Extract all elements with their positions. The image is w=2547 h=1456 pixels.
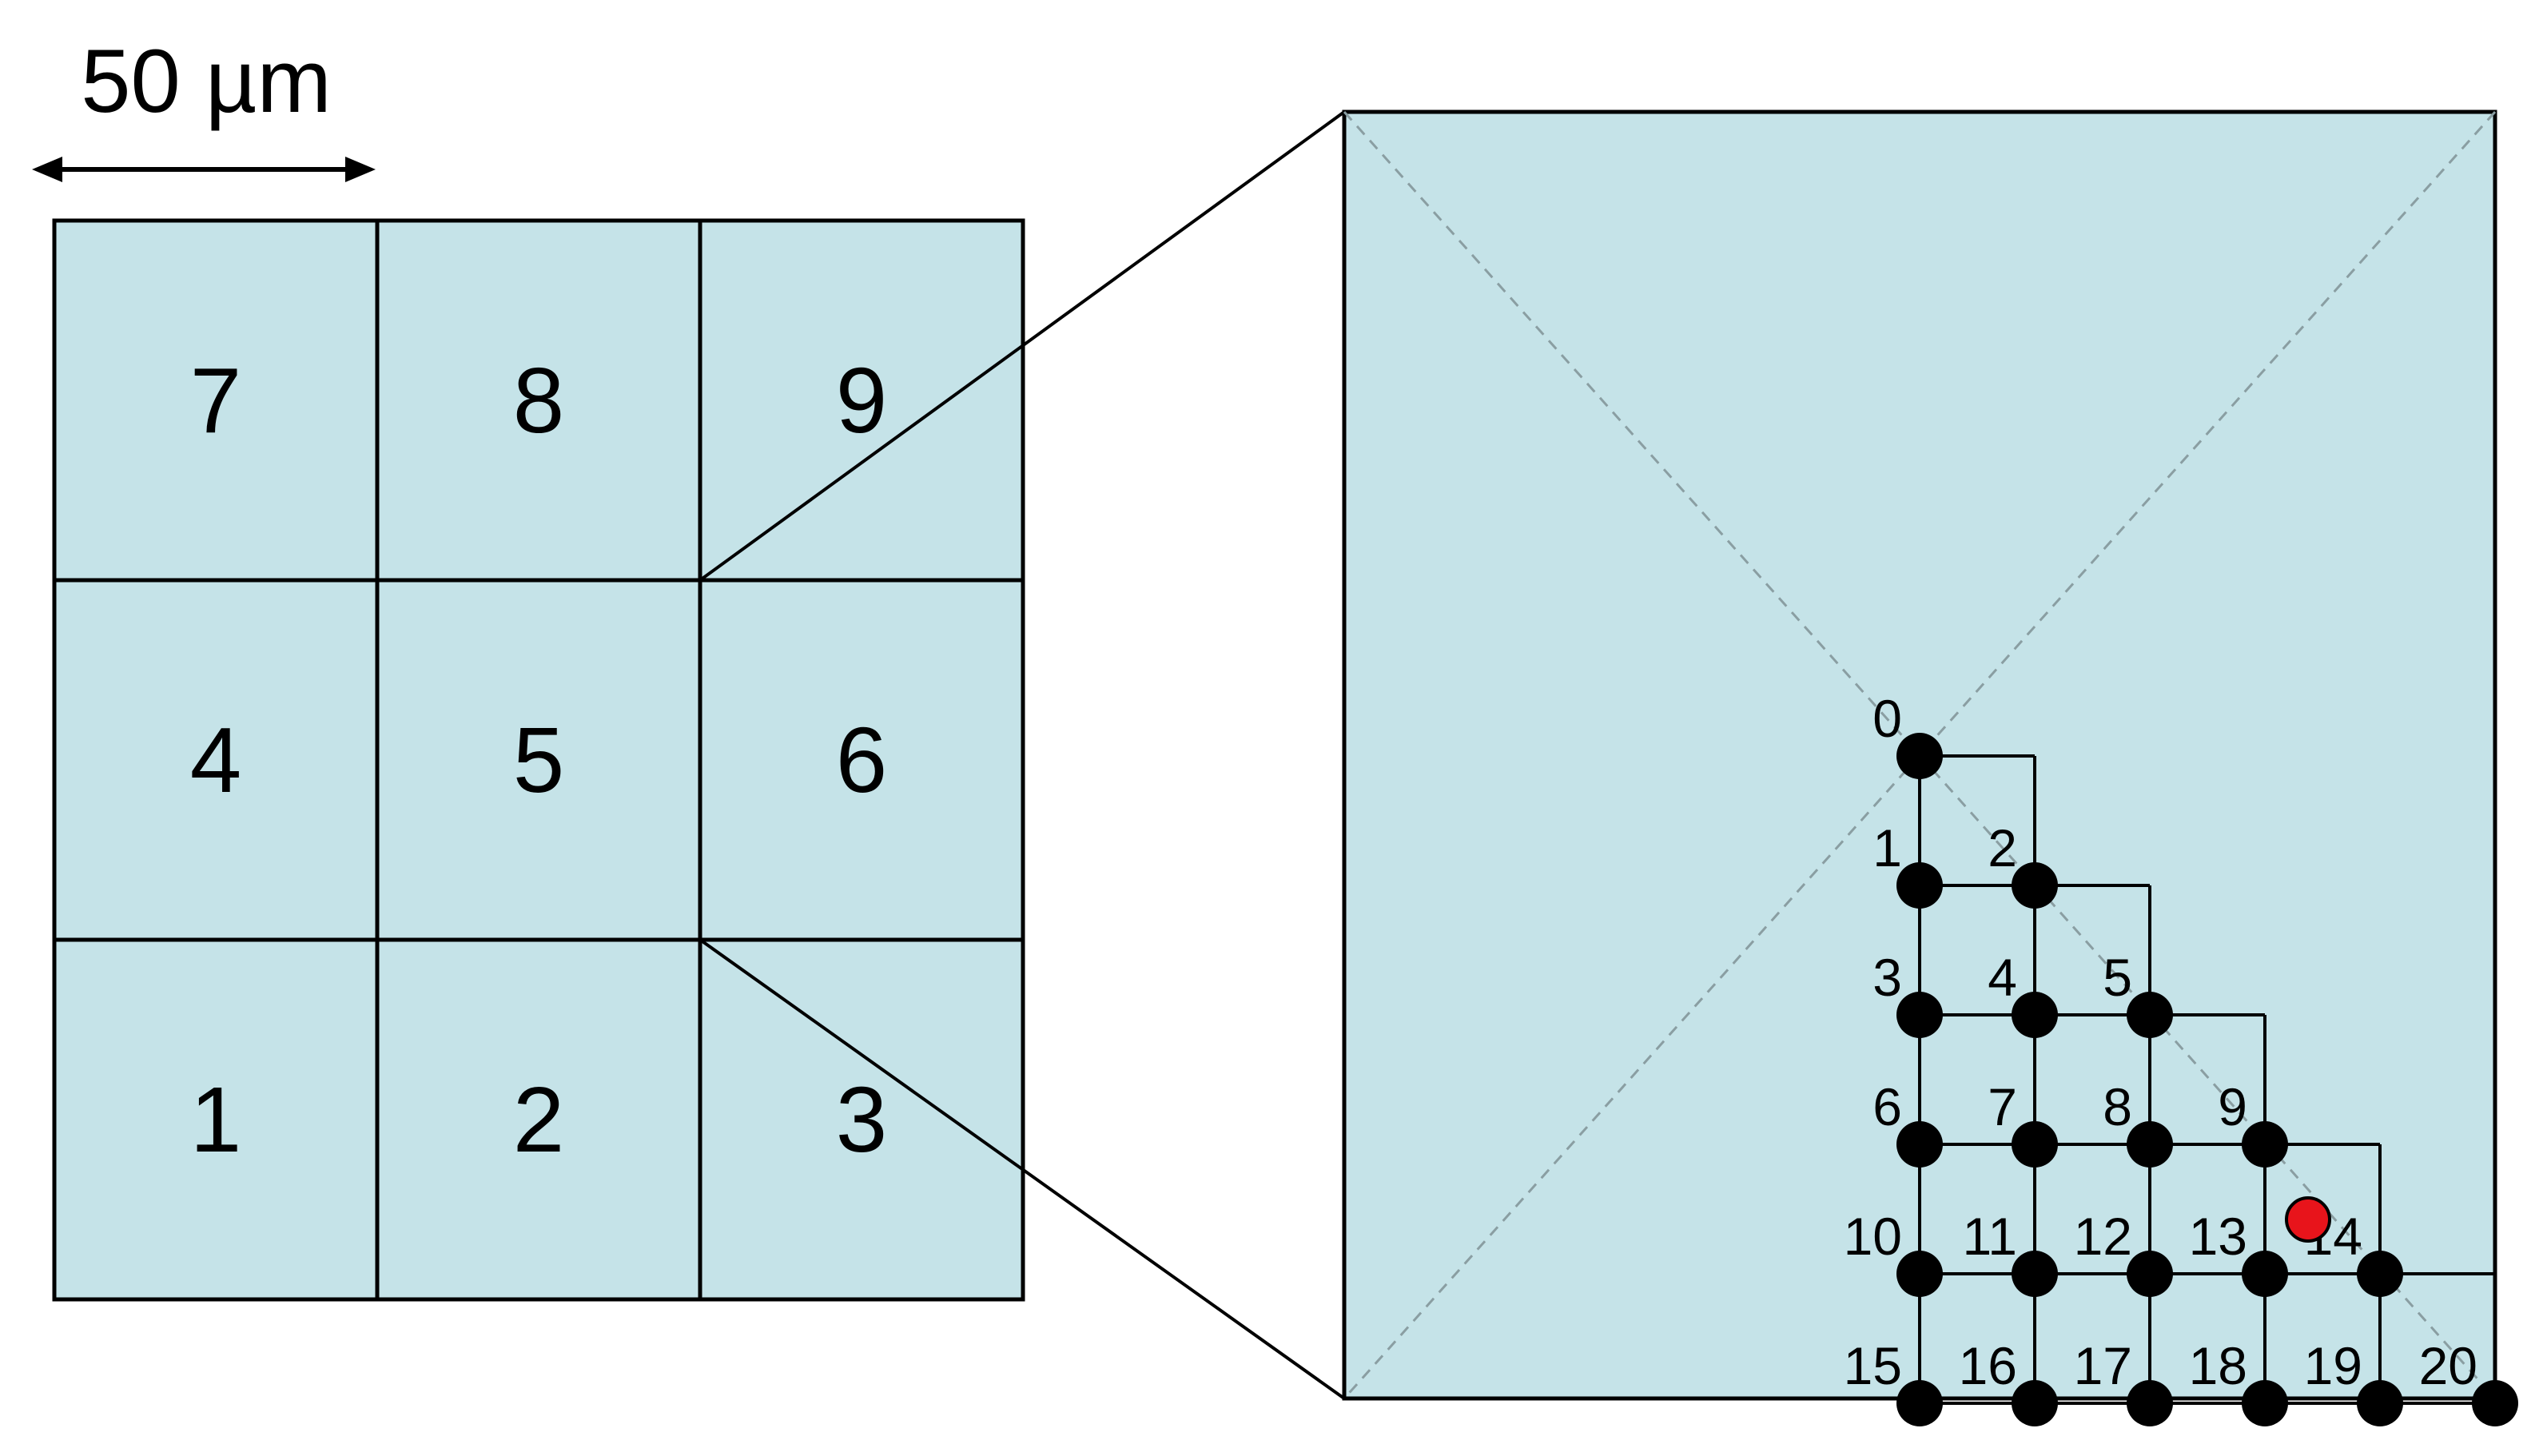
mesh-node: [1896, 1380, 1943, 1426]
grid-cell-label: 1: [190, 1068, 242, 1172]
mesh-node-label: 18: [2189, 1336, 2247, 1395]
cell-grid: 7 8 9 4 5 6 1 2 3: [52, 218, 1025, 1302]
mesh-node-label: 20: [2419, 1336, 2477, 1395]
grid-cell-label: 3: [836, 1068, 888, 1172]
grid-cell-label: 7: [190, 348, 242, 452]
mesh-node-label: 3: [1872, 948, 1902, 1007]
scale-bar-label: 50 µm: [81, 31, 332, 131]
mesh-node: [1896, 1121, 1943, 1168]
mesh-node-label: 11: [1962, 1207, 2017, 1266]
mesh-node: [2357, 1251, 2403, 1297]
mesh-node-label: 10: [1844, 1207, 1902, 1266]
mesh-node-label: 4: [1988, 948, 2017, 1007]
zoom-connector-bottom: [698, 938, 1346, 1400]
mesh-node-label: 7: [1988, 1077, 2017, 1136]
scale-bar: 50 µm: [32, 31, 376, 182]
mesh-node-label: 13: [2189, 1207, 2247, 1266]
mesh-node: [2127, 1251, 2173, 1297]
mesh-node: [2357, 1380, 2403, 1426]
mesh-node: [2012, 862, 2058, 909]
mesh-node-label: 12: [2074, 1207, 2132, 1266]
grid-cell-label: 2: [513, 1068, 565, 1172]
mesh-node: [1896, 1251, 1943, 1297]
mesh-node-label: 15: [1844, 1336, 1902, 1395]
zoom-connectors: [698, 110, 1346, 1400]
mesh-node-label: 6: [1872, 1077, 1902, 1136]
mesh-node: [1896, 992, 1943, 1038]
mesh-node: [2012, 992, 2058, 1038]
mesh-node-label: 17: [2074, 1336, 2132, 1395]
grid-cell-label: 5: [513, 708, 565, 812]
mesh-node: [2012, 1121, 2058, 1168]
grid-cell-label: 6: [836, 708, 888, 812]
mesh-node: [1896, 862, 1943, 909]
mesh-node-label: 2: [1988, 818, 2017, 877]
zoom-connector-top: [698, 110, 1346, 582]
red-marker-dot: [2285, 1196, 2331, 1243]
mesh-node-label: 5: [2103, 948, 2132, 1007]
mesh-node: [2127, 1121, 2173, 1168]
mesh-node: [2472, 1380, 2518, 1426]
grid-cell-label: 9: [836, 348, 888, 452]
mesh-node: [2012, 1251, 2058, 1297]
mesh-node: [2012, 1380, 2058, 1426]
mesh-node: [1896, 733, 1943, 779]
scale-bar-arrow-left-head: [32, 157, 62, 182]
grid-cell-label: 4: [190, 708, 242, 812]
mesh-node-label: 16: [1959, 1336, 2017, 1395]
grid-cell-label: 8: [513, 348, 565, 452]
mesh-node-label: 1: [1872, 818, 1902, 877]
mesh-nodes: [1896, 733, 2518, 1426]
mesh-node: [2127, 1380, 2173, 1426]
mesh-node-label: 8: [2103, 1077, 2132, 1136]
mesh-node: [2242, 1121, 2288, 1168]
scale-bar-arrow-right-head: [345, 157, 376, 182]
mesh-node-label: 0: [1872, 689, 1902, 748]
mesh-node: [2127, 992, 2173, 1038]
mesh-node: [2242, 1380, 2288, 1426]
grid-background: [52, 218, 1025, 1302]
mesh-node-label: 9: [2218, 1077, 2247, 1136]
mesh-node: [2242, 1251, 2288, 1297]
mesh-node-label: 19: [2304, 1336, 2362, 1395]
